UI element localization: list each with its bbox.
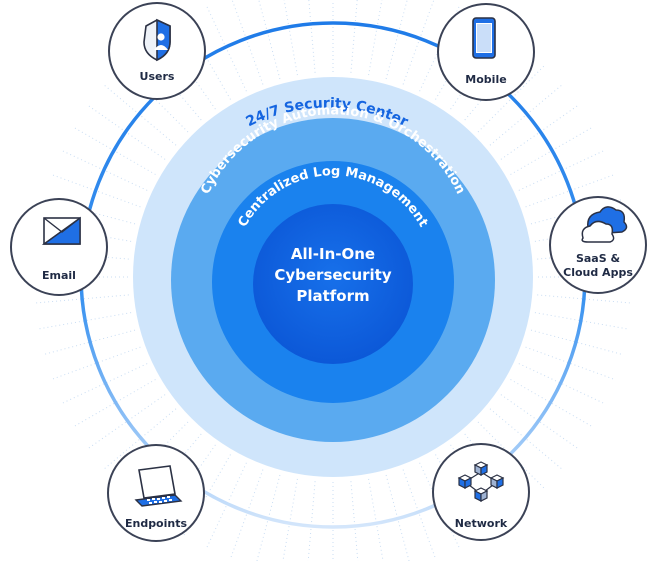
radial-ray xyxy=(385,0,408,80)
laptop-icon xyxy=(134,465,183,507)
radial-ray xyxy=(258,0,281,80)
network-cubes-icon xyxy=(457,461,505,502)
node-mobile: Mobile xyxy=(437,3,535,101)
node-email: Email xyxy=(10,198,108,296)
radial-ray xyxy=(283,0,298,76)
cloud-icon xyxy=(581,206,628,243)
radial-ray xyxy=(307,481,316,561)
core-title-line3: Platform xyxy=(296,287,369,305)
radial-ray xyxy=(368,0,383,76)
node-users: Users xyxy=(108,2,206,100)
radial-ray xyxy=(350,481,359,561)
radial-ray xyxy=(350,0,358,73)
radial-ray xyxy=(368,478,384,561)
node-endpoints-label: Endpoints xyxy=(125,517,188,530)
node-saas-label-line1: SaaS & xyxy=(576,252,621,265)
node-saas-label-line2: Cloud Apps xyxy=(563,266,633,279)
radial-ray xyxy=(282,478,298,561)
node-saas-cloud: SaaS & Cloud Apps xyxy=(549,196,647,294)
node-network-label: Network xyxy=(455,517,508,530)
ring-core xyxy=(253,204,413,364)
core-title-line1: All-In-One xyxy=(291,245,375,263)
node-users-label: Users xyxy=(140,70,175,83)
smartphone-icon xyxy=(472,17,496,59)
radial-ray xyxy=(205,462,247,550)
radial-ray xyxy=(308,0,316,73)
node-mobile-label: Mobile xyxy=(465,73,506,86)
core-title-line2: Cybersecurity xyxy=(274,266,391,284)
node-endpoints: Endpoints xyxy=(107,444,205,542)
shield-user-icon xyxy=(143,18,171,62)
envelope-icon xyxy=(41,216,81,245)
node-email-label: Email xyxy=(42,269,76,282)
node-network: Network xyxy=(432,443,530,541)
